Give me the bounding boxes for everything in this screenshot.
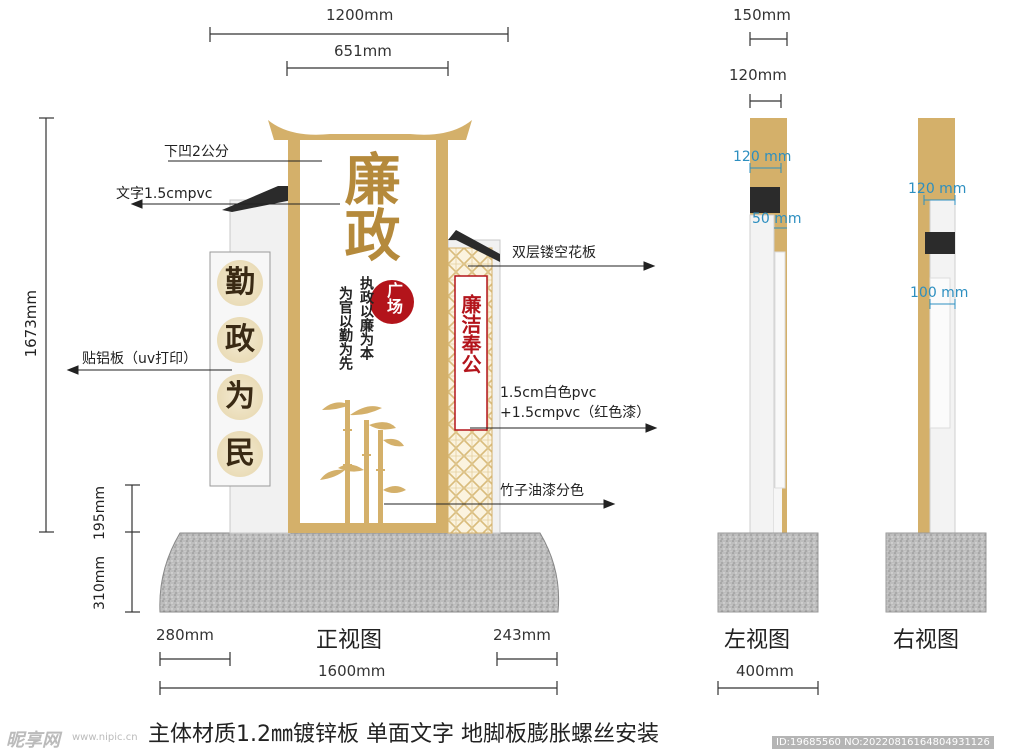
left-view-inner-panel (774, 251, 786, 489)
view-title-right: 右视图 (893, 628, 960, 653)
left-wing-roof (222, 186, 292, 212)
dim-line-195-310 (125, 484, 140, 613)
dim-label-150: 150mm (733, 6, 791, 24)
annotation-bamboo: 竹子油漆分色 (500, 483, 584, 499)
right-view-dim-120: 120 mm (908, 181, 967, 197)
dim-label-1600: 1600mm (318, 662, 386, 680)
dim-line-1200 (209, 27, 509, 42)
dim-label-243: 243mm (493, 626, 551, 644)
dim-label-400: 400mm (736, 662, 794, 680)
annotation-double-layer: 双层镂空花板 (512, 245, 596, 261)
site-url: www.nipic.cn (72, 732, 138, 743)
dim-line-243 (496, 652, 558, 666)
annotation-pvc-red: +1.5cmpvc（红色漆） (500, 405, 651, 421)
left-char-4: 民 (217, 431, 263, 477)
left-view-white-strip (749, 214, 775, 534)
dim-label-1200: 1200mm (326, 6, 394, 24)
right-view-inner-panel (929, 277, 951, 429)
left-view-dim-50: 50 mm (752, 211, 802, 227)
front-base-stone (159, 532, 560, 613)
annotation-pvc-white: 1.5cm白色pvc (500, 385, 597, 401)
left-view-black-block (750, 187, 780, 213)
dim-line-651 (286, 61, 449, 76)
image-watermark: ID:19685560 NO:20220816164804931126 (772, 736, 994, 749)
main-frame-cap (268, 120, 472, 140)
left-view-inner-dims (749, 163, 787, 229)
dim-label-310: 310mm (92, 556, 108, 610)
footer-caption: 主体材质1.2㎜镀锌板 单面文字 地脚板膨胀螺丝安装 (148, 722, 659, 747)
main-title: 廉政 (335, 150, 401, 262)
badge-circle (370, 280, 414, 324)
right-view-inner-dims (923, 195, 956, 309)
dim-label-280: 280mm (156, 626, 214, 644)
left-char-3: 为 (217, 374, 263, 420)
dim-line-120-top (749, 94, 782, 108)
dim-label-195: 195mm (92, 486, 108, 540)
view-title-left: 左视图 (724, 628, 791, 653)
annotation-aluminum: 贴铝板（uv打印） (82, 351, 198, 367)
dim-label-1673: 1673mm (22, 290, 40, 358)
left-view-base (717, 532, 819, 613)
slogan-2: 为官以勤为先 (337, 286, 353, 370)
badge-text: 广场 (384, 282, 403, 314)
annotation-text-material: 文字1.5cmpvc (116, 186, 213, 202)
annotation-recess: 下凹2公分 (164, 144, 229, 160)
main-frame-bottom (288, 523, 448, 533)
right-view-black-block (925, 232, 955, 254)
right-view-base (885, 532, 987, 613)
dim-line-280 (159, 652, 231, 666)
right-wing-roof (448, 230, 500, 262)
slogan-1: 执政以廉为本 (358, 276, 374, 360)
dim-line-400 (717, 681, 819, 695)
leader-lines (66, 160, 658, 509)
bamboo-decoration (320, 400, 406, 523)
view-title-front: 正视图 (316, 628, 383, 653)
dim-label-651: 651mm (334, 42, 392, 60)
dim-line-1600 (159, 681, 558, 695)
right-panel-text: 廉洁奉公 (458, 294, 482, 374)
main-frame-left (288, 134, 300, 533)
dim-line-1673 (39, 117, 54, 533)
left-char-2: 政 (217, 317, 263, 363)
dim-line-150 (749, 32, 788, 46)
right-red-panel (454, 275, 488, 431)
left-char-1: 勤 (217, 260, 263, 306)
left-view-dim-120: 120 mm (733, 149, 792, 165)
right-view-dim-100: 100 mm (910, 285, 969, 301)
main-frame-right (436, 134, 448, 533)
left-view-lower-white (774, 488, 782, 533)
dim-label-120: 120mm (729, 66, 787, 84)
site-logo: 昵享网 (6, 730, 60, 751)
